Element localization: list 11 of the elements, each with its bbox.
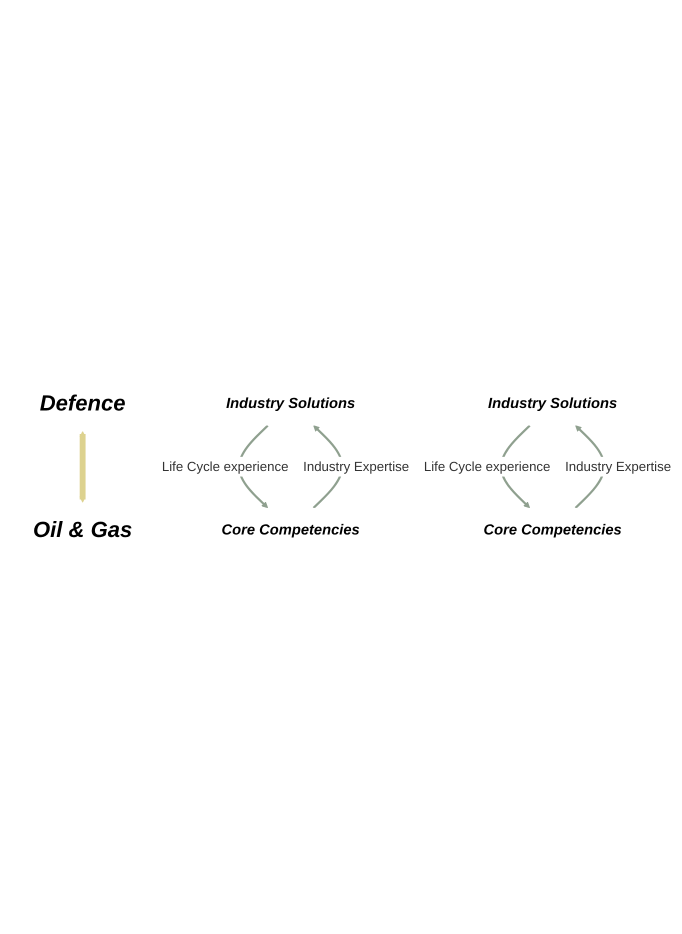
arrow — [79, 431, 86, 503]
node-text: Industry Solutions — [226, 396, 356, 412]
edge-label: Life Cycle experience — [424, 459, 550, 474]
node-text: Oil & Gas — [32, 518, 132, 542]
edge-label: Industry Expertise — [303, 459, 410, 474]
node-text: Core Competencies — [484, 522, 622, 538]
node-text: Defence — [40, 392, 126, 416]
edge-label: Life Cycle experience — [162, 459, 288, 474]
node-text: Industry Solutions — [488, 396, 618, 412]
edge-label: Industry Expertise — [565, 459, 672, 474]
node-text: Core Competencies — [222, 522, 360, 538]
